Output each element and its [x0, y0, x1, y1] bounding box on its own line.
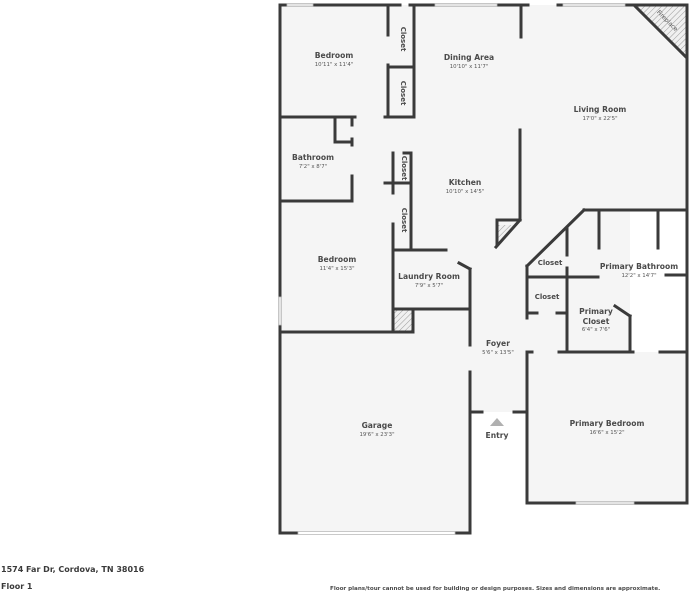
room-name: Primary — [579, 307, 613, 316]
room-dims: 6'4" x 7'6" — [582, 327, 610, 333]
room-name: Kitchen — [449, 178, 482, 187]
room-dims: 7'9" x 5'7" — [415, 283, 443, 289]
room-name: Primary Bathroom — [600, 262, 678, 271]
room-dims: 16'6" x 15'2" — [589, 430, 624, 436]
room-name: Primary Bedroom — [570, 419, 645, 428]
room-name: Dining Area — [444, 53, 494, 62]
disclaimer: Floor plans/tour cannot be used for buil… — [330, 586, 661, 592]
floor-area — [280, 5, 687, 537]
entry-marker[interactable]: Entry — [486, 418, 509, 440]
room-dims: 10'10" x 11'7" — [450, 64, 489, 70]
closet-label-3: Closet — [400, 156, 408, 181]
room-dims: 17'0" x 22'5" — [582, 116, 617, 122]
room-name: Foyer — [486, 339, 510, 348]
room-bedroom-1[interactable]: Bedroom 10'11" x 11'4" — [315, 51, 354, 68]
walls — [278, 3, 689, 535]
entry-label: Entry — [486, 431, 509, 440]
closet-label-1: Closet — [399, 27, 407, 52]
room-name: Laundry Room — [398, 272, 460, 281]
closet-label-5: Closet — [538, 259, 563, 267]
room-dims: 12'2" x 14'7" — [621, 273, 656, 279]
room-laundry-room[interactable]: Laundry Room 7'9" x 5'7" — [398, 272, 460, 289]
room-dims: 5'6" x 13'5" — [482, 350, 514, 356]
room-name-line2: Closet — [583, 317, 610, 326]
room-primary-bathroom[interactable]: Primary Bathroom 12'2" x 14'7" — [600, 262, 678, 279]
room-dims: 11'4" x 15'3" — [319, 266, 354, 272]
room-name: Living Room — [574, 105, 627, 114]
address: 1574 Far Dr, Cordova, TN 38016 — [1, 565, 145, 574]
closet-label-4: Closet — [400, 208, 408, 233]
room-dims: 7'2" x 8'7" — [299, 164, 327, 170]
room-name: Garage — [362, 421, 393, 430]
room-kitchen[interactable]: Kitchen 10'10" x 14'5" — [446, 178, 485, 195]
closet-label-6: Closet — [535, 293, 560, 301]
room-bathroom[interactable]: Bathroom 7'2" x 8'7" — [292, 153, 334, 170]
room-garage[interactable]: Garage 19'6" x 23'3" — [359, 421, 394, 438]
room-dining-area[interactable]: Dining Area 10'10" x 11'7" — [444, 53, 494, 70]
room-name: Bedroom — [318, 255, 357, 264]
room-name: Bathroom — [292, 153, 334, 162]
chase-laundry — [393, 309, 413, 332]
floor-label: Floor 1 — [1, 582, 33, 591]
room-foyer[interactable]: Foyer 5'6" x 13'5" — [482, 339, 514, 356]
closet-label-2: Closet — [399, 81, 407, 106]
room-living-room[interactable]: Living Room 17'0" x 22'5" — [574, 105, 627, 122]
room-primary-closet[interactable]: Primary Closet 6'4" x 7'6" — [579, 307, 613, 333]
room-bedroom-2[interactable]: Bedroom 11'4" x 15'3" — [318, 255, 357, 272]
room-primary-bedroom[interactable]: Primary Bedroom 16'6" x 15'2" — [570, 419, 645, 436]
windows — [278, 3, 635, 535]
room-dims: 10'10" x 14'5" — [446, 189, 485, 195]
entry-arrow-icon — [490, 418, 504, 426]
room-name: Bedroom — [315, 51, 354, 60]
room-dims: 19'6" x 23'3" — [359, 432, 394, 438]
room-dims: 10'11" x 11'4" — [315, 62, 354, 68]
